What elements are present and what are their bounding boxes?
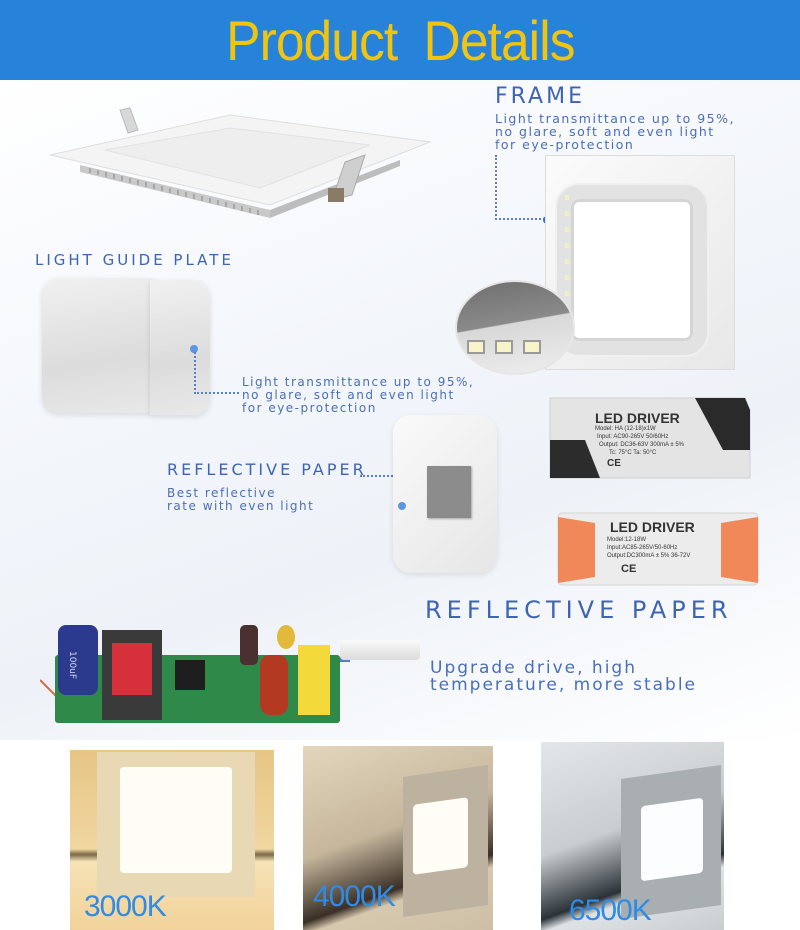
driver-section-description: Upgrade drive, high temperature, more st… xyxy=(430,658,698,695)
led-strip-closeup xyxy=(455,280,575,375)
photo-3000k: 3000K xyxy=(70,750,274,930)
frame-description: Light transmittance up to 95%, no glare,… xyxy=(495,111,735,152)
driver-1-input: Input: AC90-265V 50/60Hz xyxy=(597,434,669,440)
photo-6500k: 6500K xyxy=(541,742,724,930)
lgp-connector-line xyxy=(194,352,239,394)
led-driver-orange: LED DRIVER Model:12-18W Input:AC85-265V/… xyxy=(555,505,765,590)
frame-title: FRAME xyxy=(495,84,585,109)
driver-circuit-board: 100uF xyxy=(40,625,350,723)
driver-2-input: Input:AC85-265V/50-60Hz xyxy=(607,545,678,551)
ce-mark-icon: CE xyxy=(607,458,621,469)
reflective-connector-line xyxy=(360,475,400,505)
banner-title: Product Details xyxy=(225,8,575,72)
label-4000k: 4000K xyxy=(313,880,396,913)
reflective-paper-title: REFLECTIVE PAPER xyxy=(167,460,367,479)
driver-section-title: REFLECTIVE PAPER xyxy=(425,596,733,624)
label-3000k: 3000K xyxy=(84,890,167,923)
label-6500k: 6500K xyxy=(569,894,652,927)
reflective-paper-square xyxy=(427,466,471,518)
light-guide-plate-front xyxy=(42,278,162,413)
reflective-paper-description: Best reflective rate with even light xyxy=(167,486,315,513)
reflective-pointer-dot xyxy=(398,502,406,510)
driver-2-title: LED DRIVER xyxy=(610,519,695,535)
light-guide-plate-title: LIGHT GUIDE PLATE xyxy=(35,251,234,269)
frame-connector-line xyxy=(495,155,545,220)
driver-2-model: Model:12-18W xyxy=(607,537,647,543)
driver-1-temps: Tc: 75°C Ta: 50°C xyxy=(609,450,657,456)
product-details-banner: Product Details xyxy=(0,0,800,80)
panel-light-photo xyxy=(49,107,432,218)
ce-mark-icon: CE xyxy=(621,563,637,575)
photo-4000k: 4000K xyxy=(303,746,493,930)
driver-cable xyxy=(340,640,420,660)
driver-2-output: Output:DC300mA ± 5% 36-72V xyxy=(607,553,691,559)
led-driver-black: LED DRIVER Model: HA (12-18)x1W Input: A… xyxy=(545,390,755,485)
driver-1-title: LED DRIVER xyxy=(595,410,680,426)
driver-1-model: Model: HA (12-18)x1W xyxy=(595,426,656,432)
driver-1-output: Output: DC36-63V 300mA ± 5% xyxy=(599,442,685,448)
light-guide-plate-back xyxy=(150,280,210,415)
frame-photo xyxy=(545,155,735,375)
light-guide-plate-description: Light transmittance up to 95%, no glare,… xyxy=(242,375,475,415)
svg-text:100uF: 100uF xyxy=(67,651,77,679)
lgp-pointer-dot xyxy=(190,345,198,353)
